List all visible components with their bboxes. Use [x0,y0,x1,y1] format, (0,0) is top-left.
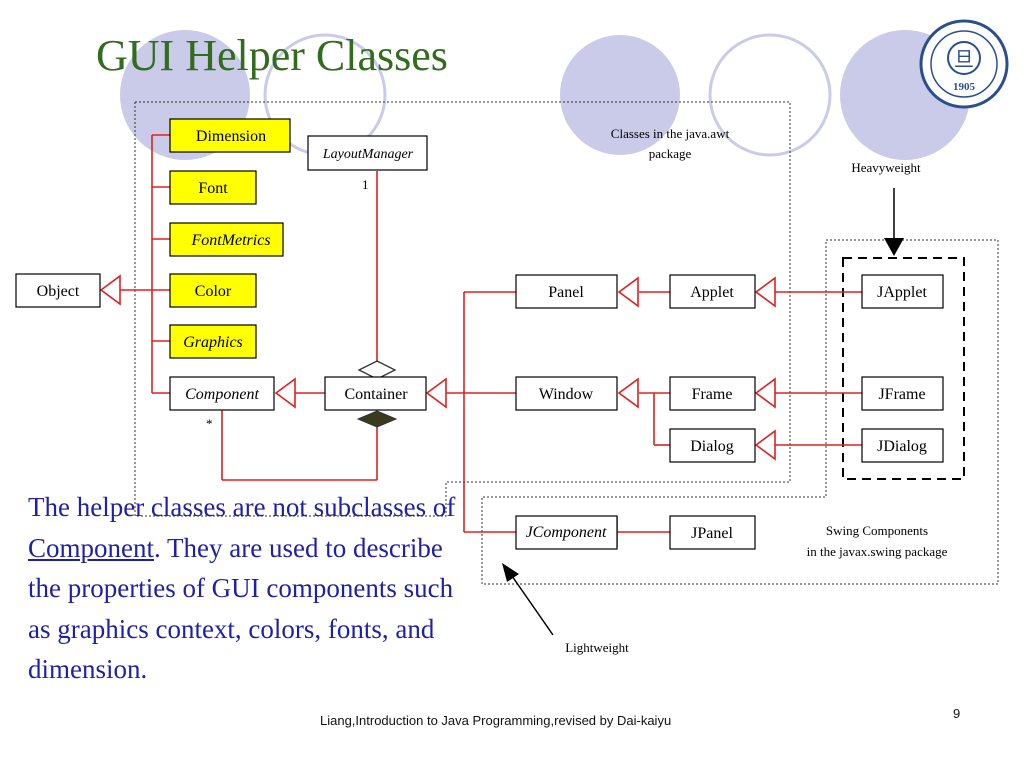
multiplicity-many: * [206,416,213,431]
seal-mark: 旦 [954,49,974,71]
swing-package-border [481,239,999,585]
class-box-font [169,170,257,205]
label-frame: Frame [692,386,733,403]
label-jdialog: JDialog [877,438,927,455]
label-fontmetrics: FontMetrics [190,232,270,249]
label-graphics: Graphics [183,334,243,351]
label-panel: Panel [548,284,584,301]
class-box-frame [669,376,756,411]
class-box-window [515,376,618,411]
class-boxes [15,118,944,550]
lightweight-arrowhead [502,563,519,582]
class-box-applet [669,274,756,309]
deco-circle [708,33,832,157]
label-jframe: JFrame [878,386,925,403]
label-jpanel: JPanel [691,525,733,542]
class-labels: Object Dimension Font FontMetrics Color … [37,128,928,542]
class-box-color [169,273,257,308]
class-box-component [169,376,275,411]
label-jcomponent: JComponent [526,524,607,541]
composition-diamond [356,410,398,428]
label-dimension: Dimension [196,128,266,145]
class-box-jcomponent [515,515,618,550]
class-box-dialog [669,428,756,463]
association-lines [120,134,862,533]
seal-year: 1905 [953,81,976,93]
description-before: The helper classes are not subclasses of [28,492,456,522]
swing-package-label-line1: Swing Components [826,523,928,538]
university-seal-logo: 旦 1905 [919,19,1009,109]
heavyweight-label: Heavyweight [851,160,921,175]
label-color: Color [195,283,232,300]
class-box-object [15,273,101,308]
class-box-panel [515,274,618,309]
label-japplet: JApplet [877,284,927,301]
label-window: Window [539,386,594,403]
description-component-link[interactable]: Component [28,532,154,563]
class-box-jpanel [669,515,756,550]
description-after: . They are used to describe the properti… [28,532,454,685]
heavyweight-group-border [842,257,965,480]
awt-package-border [134,101,791,517]
slide-footer: Liang,Introduction to Java Programming,r… [320,713,672,728]
description-text: The helper classes are not subclasses of… [28,487,458,690]
lightweight-label: Lightweight [565,640,629,655]
label-applet: Applet [690,284,734,301]
class-box-layoutmanager [307,135,428,171]
label-layoutmanager: LayoutManager [322,147,414,162]
label-font: Font [198,180,228,197]
aggregation-diamond [357,360,397,380]
label-object: Object [37,283,80,300]
multiplicity-one: 1 [362,177,369,192]
class-box-graphics [169,324,257,359]
slide-title: GUI Helper Classes [96,31,448,80]
swing-package-label-line2: in the javax.swing package [807,544,948,559]
class-box-dimension [169,118,291,153]
class-box-container [324,376,427,411]
class-box-jframe [861,376,944,411]
label-container: Container [344,386,408,403]
awt-package-label-line2: package [649,146,692,161]
heavyweight-arrowhead [884,238,904,256]
label-dialog: Dialog [690,438,734,455]
annotations: Classes in the java.awt package Heavywei… [565,126,947,655]
lightweight-arrow-shaft [511,575,554,636]
class-box-jdialog [861,428,944,463]
class-box-fontmetrics [169,222,284,257]
label-component: Component [185,386,259,403]
awt-package-label-line1: Classes in the java.awt [611,126,730,141]
page-number: 9 [953,706,961,721]
deco-circle [560,35,680,155]
class-box-japplet [861,274,944,309]
